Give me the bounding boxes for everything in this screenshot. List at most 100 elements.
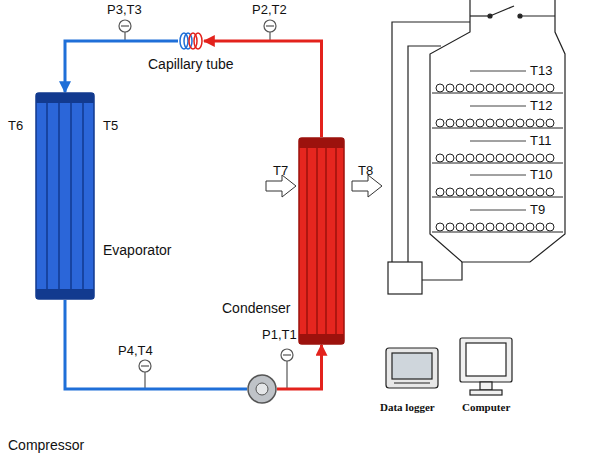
condenser: Condenser <box>298 137 345 345</box>
product-piece <box>536 223 544 231</box>
product-piece <box>436 84 444 92</box>
product-piece <box>476 84 484 92</box>
tray-line <box>432 128 563 129</box>
product-piece <box>526 154 534 162</box>
sensor-label: P1,T1 <box>262 327 297 342</box>
refrigerant-pipe <box>277 345 322 389</box>
component-label: Condenser <box>222 300 291 316</box>
product-piece <box>486 223 494 231</box>
tray-rows <box>432 71 563 232</box>
sensor-label: P2,T2 <box>252 2 287 17</box>
product-piece <box>536 188 544 196</box>
sensor-label: T9 <box>530 202 545 217</box>
product-piece <box>516 154 524 162</box>
product-piece <box>486 119 494 127</box>
product-piece <box>476 119 484 127</box>
product-piece <box>446 223 454 231</box>
compressor: Compressor <box>247 374 277 404</box>
sensor-label: T12 <box>530 98 552 113</box>
product-piece <box>436 119 444 127</box>
product-piece <box>466 154 474 162</box>
product-piece <box>496 119 504 127</box>
tray-line <box>432 93 563 94</box>
product-piece <box>536 119 544 127</box>
drying-chamber <box>388 0 565 294</box>
data-logger-icon <box>386 348 438 388</box>
sensor-label: T11 <box>530 133 551 148</box>
product-piece <box>536 84 544 92</box>
coil-symbol <box>178 32 204 50</box>
product-piece <box>476 223 484 231</box>
sensor-label: T10 <box>530 167 552 182</box>
product-piece <box>466 223 474 231</box>
product-piece <box>456 154 464 162</box>
computer-icon <box>460 338 512 395</box>
product-piece <box>526 223 534 231</box>
product-piece <box>466 188 474 196</box>
product-piece <box>496 84 504 92</box>
component-label: Compressor <box>8 437 84 453</box>
sensor-label: T13 <box>530 63 552 78</box>
product-piece <box>436 188 444 196</box>
product-piece <box>546 154 554 162</box>
product-piece <box>446 154 454 162</box>
sensor-label: T8 <box>358 163 373 178</box>
product-piece <box>526 84 534 92</box>
evaporator: Evaporator <box>35 92 95 300</box>
product-piece <box>466 84 474 92</box>
sensor-line <box>470 141 526 142</box>
sensor-line <box>470 71 526 72</box>
device-label: Computer <box>462 400 510 415</box>
product-piece <box>506 223 514 231</box>
product-piece <box>446 84 454 92</box>
product-piece <box>516 188 524 196</box>
tray-line <box>432 197 563 198</box>
sensor-line <box>470 106 526 107</box>
product-piece <box>546 223 554 231</box>
product-piece <box>486 188 494 196</box>
sensor-line <box>470 175 526 176</box>
product-piece <box>456 188 464 196</box>
product-piece <box>516 223 524 231</box>
sensor-line <box>470 210 526 211</box>
product-piece <box>506 119 514 127</box>
product-piece <box>436 154 444 162</box>
product-piece <box>526 188 534 196</box>
product-piece <box>506 188 514 196</box>
sensor-label: T6 <box>8 118 23 133</box>
product-piece <box>486 84 494 92</box>
product-piece <box>456 84 464 92</box>
compressor-symbol <box>247 374 277 404</box>
product-piece <box>546 188 554 196</box>
product-piece <box>446 188 454 196</box>
heat-exchanger-shape <box>298 137 345 345</box>
sensor-label: P3,T3 <box>107 2 142 17</box>
sensor-label: T5 <box>103 118 118 133</box>
product-piece <box>496 223 504 231</box>
product-piece <box>466 119 474 127</box>
product-piece <box>546 84 554 92</box>
sensor-label: T7 <box>273 163 288 178</box>
product-piece <box>456 223 464 231</box>
product-piece <box>516 84 524 92</box>
refrigerant-pipe <box>204 41 322 137</box>
product-piece <box>536 154 544 162</box>
tray-line <box>432 163 563 164</box>
product-piece <box>476 154 484 162</box>
product-piece <box>546 119 554 127</box>
refrigerant-pipe <box>65 300 247 389</box>
product-piece <box>496 154 504 162</box>
product-piece <box>506 84 514 92</box>
tray-line <box>432 232 563 233</box>
product-piece <box>496 188 504 196</box>
product-piece <box>486 154 494 162</box>
heat-exchanger-shape <box>35 92 95 300</box>
sensor-label: P4,T4 <box>118 343 153 358</box>
product-piece <box>476 188 484 196</box>
product-piece <box>526 119 534 127</box>
device-label: Data logger <box>380 400 435 415</box>
product-piece <box>446 119 454 127</box>
capillary-tube: Capillary tube <box>178 32 204 50</box>
product-piece <box>506 154 514 162</box>
